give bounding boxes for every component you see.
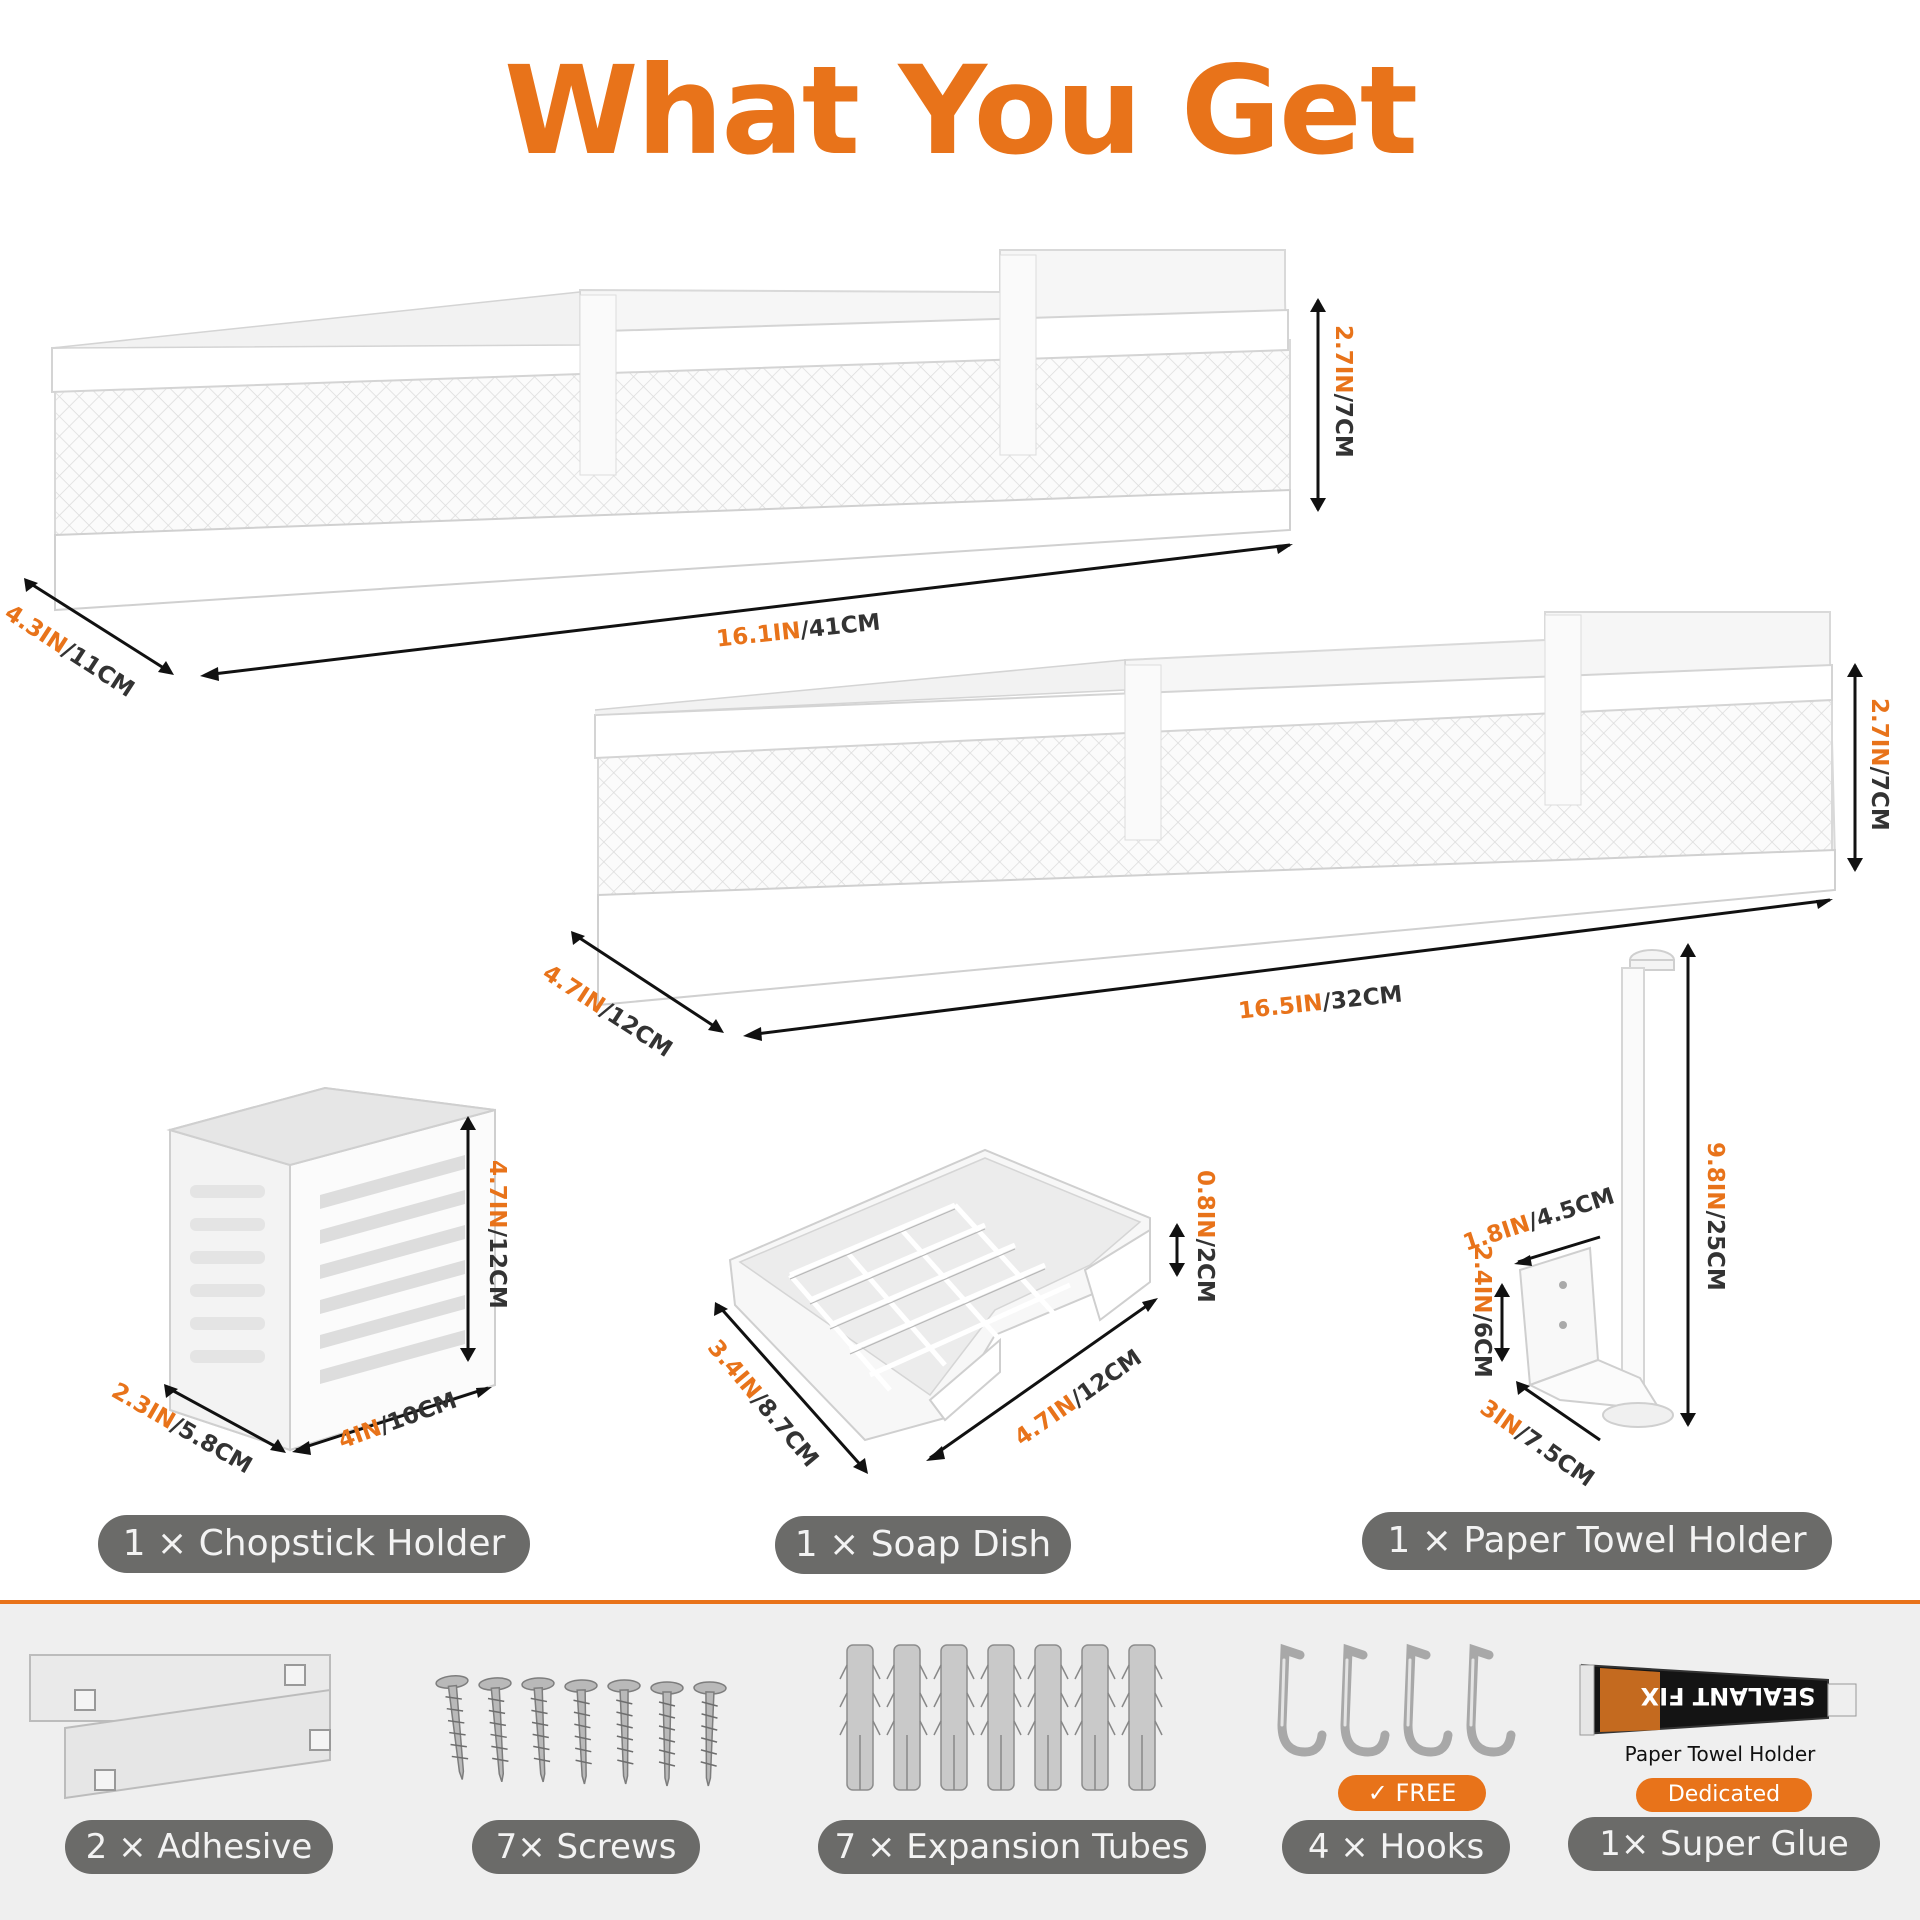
soap-dish-label: 1 × Soap Dish [775, 1516, 1071, 1574]
chopstick-holder-label: 1 × Chopstick Holder [98, 1515, 530, 1573]
free-badge: ✓ FREE [1338, 1775, 1486, 1811]
page-title: What You Get [503, 40, 1418, 182]
screws-label: 7× Screws [472, 1820, 700, 1874]
small-shelf-image [571, 611, 1863, 1041]
paper-towel-holder-label: 1 × Paper Towel Holder [1362, 1512, 1832, 1570]
large-shelf-image [24, 249, 1326, 681]
hooks-label: 4 × Hooks [1282, 1820, 1510, 1874]
section-divider [0, 1600, 1920, 1604]
glue-caption: Paper Towel Holder [1624, 1742, 1816, 1766]
sealant-brand-text: SEALANT FIX [1640, 1682, 1816, 1710]
adhesive-label: 2 × Adhesive [65, 1820, 333, 1874]
dedicated-badge: Dedicated [1636, 1778, 1812, 1812]
chopstick-holder-image [166, 1086, 496, 1452]
super-glue-label: 1× Super Glue [1568, 1817, 1880, 1871]
expansion-tubes-label: 7 × Expansion Tubes [818, 1820, 1206, 1874]
